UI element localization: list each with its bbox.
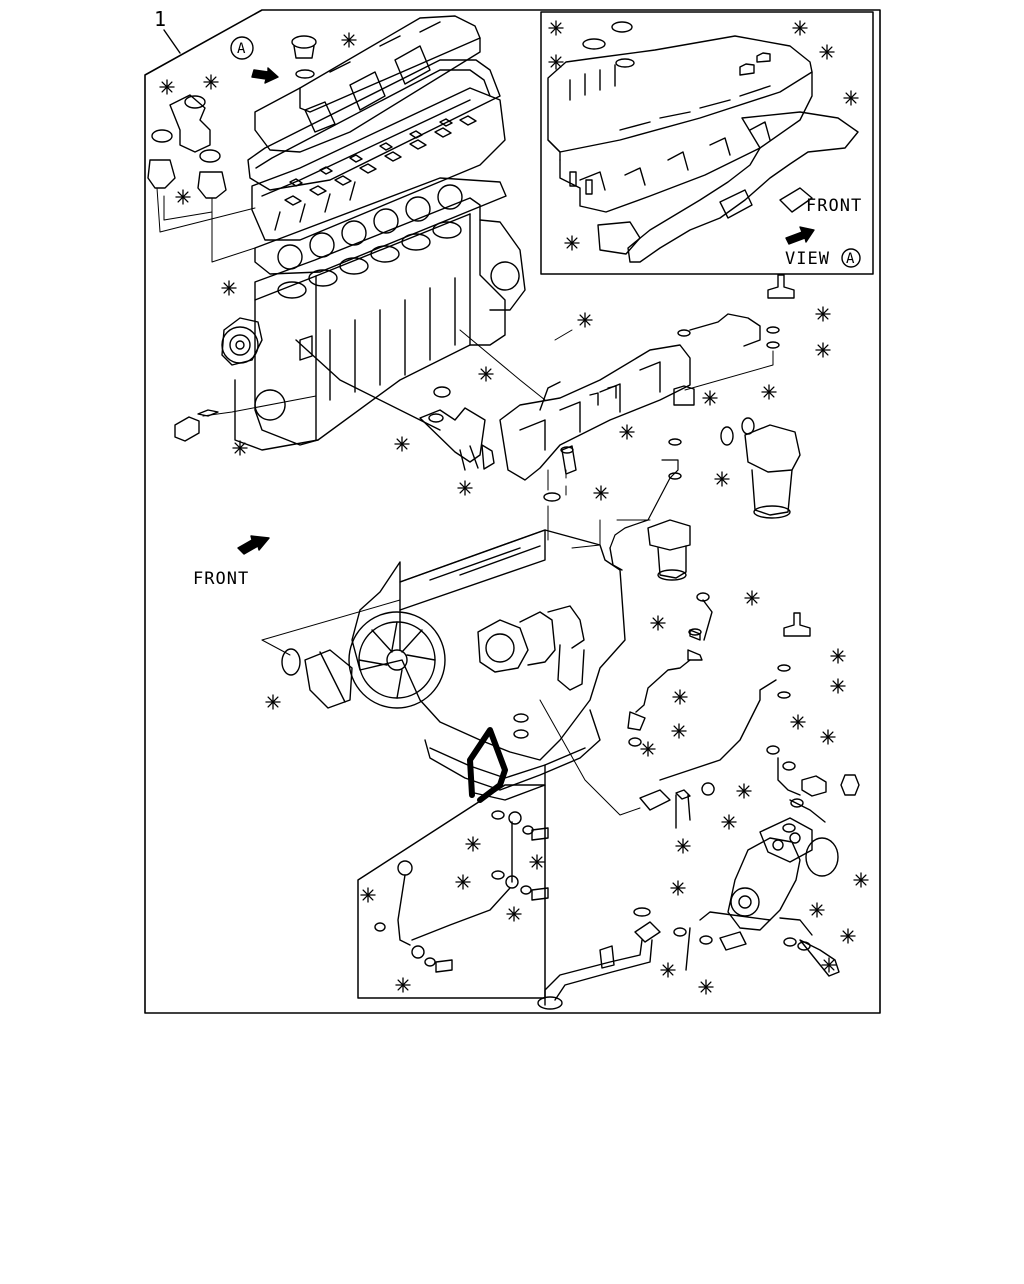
kit-marker-asterisk bbox=[815, 306, 831, 322]
inset-front-arrow bbox=[785, 226, 815, 245]
kit-marker-asterisk bbox=[465, 836, 481, 852]
kit-marker-asterisk bbox=[577, 312, 593, 328]
fuel-lines bbox=[539, 592, 811, 829]
view-a-marker: A bbox=[230, 36, 279, 84]
kit-marker-asterisk bbox=[792, 20, 808, 36]
kit-marker-asterisk bbox=[821, 957, 837, 973]
thermostat-assembly bbox=[147, 94, 256, 263]
item-number-leader bbox=[163, 29, 181, 54]
kit-marker-asterisk bbox=[395, 977, 411, 993]
fuel-filter bbox=[720, 417, 801, 519]
view-direction-arrow bbox=[251, 67, 279, 84]
kit-marker-asterisk bbox=[744, 590, 760, 606]
kit-marker-asterisk bbox=[221, 280, 237, 296]
leader-lines bbox=[163, 195, 651, 656]
kit-marker-asterisk bbox=[671, 723, 687, 739]
kit-marker-asterisk bbox=[830, 678, 846, 694]
kit-marker-asterisk bbox=[819, 44, 835, 60]
main-front-label: FRONT bbox=[193, 569, 249, 589]
main-front-arrow bbox=[237, 535, 270, 555]
cylinder-head-cover bbox=[254, 15, 481, 153]
outer-frame bbox=[144, 9, 881, 1014]
kit-marker-asterisk bbox=[790, 714, 806, 730]
air-compressor bbox=[699, 745, 860, 977]
kit-marker-asterisk bbox=[341, 32, 357, 48]
kit-marker-asterisk bbox=[672, 689, 688, 705]
engine-assembly bbox=[281, 469, 626, 801]
head-cover-gasket bbox=[247, 59, 501, 191]
kit-marker-asterisk bbox=[394, 436, 410, 452]
kit-marker-asterisk bbox=[455, 874, 471, 890]
kit-component-markers bbox=[159, 20, 869, 995]
oil-line-detail-inset bbox=[357, 727, 549, 999]
kit-marker-asterisk bbox=[203, 74, 219, 90]
kit-marker-asterisk bbox=[640, 741, 656, 757]
kit-marker-asterisk bbox=[670, 880, 686, 896]
kit-marker-asterisk bbox=[840, 928, 856, 944]
cylinder-head-gasket bbox=[254, 177, 507, 275]
item-number: 1 bbox=[154, 7, 166, 31]
inset-view-label: VIEW bbox=[785, 249, 830, 269]
kit-marker-asterisk bbox=[809, 902, 825, 918]
kit-marker-asterisk bbox=[548, 20, 564, 36]
kit-marker-asterisk bbox=[619, 424, 635, 440]
oil-suction-pipe bbox=[537, 907, 747, 1010]
view-a-inset: FRONT VIEW A bbox=[540, 11, 874, 275]
kit-marker-asterisk bbox=[564, 235, 580, 251]
kit-marker-asterisk bbox=[702, 390, 718, 406]
kit-marker-asterisk bbox=[698, 979, 714, 995]
kit-marker-asterisk bbox=[660, 962, 676, 978]
kit-marker-asterisk bbox=[232, 440, 248, 456]
kit-marker-asterisk bbox=[721, 814, 737, 830]
kit-marker-asterisk bbox=[548, 54, 564, 70]
kit-marker-asterisk bbox=[175, 189, 191, 205]
kit-marker-asterisk bbox=[843, 90, 859, 106]
kit-marker-asterisk bbox=[457, 480, 473, 496]
kit-marker-asterisk bbox=[714, 471, 730, 487]
inset-view-letter-circle bbox=[841, 248, 861, 268]
kit-marker-asterisk bbox=[820, 729, 836, 745]
svg-text:A: A bbox=[237, 41, 246, 57]
kit-marker-asterisk bbox=[506, 906, 522, 922]
kit-marker-asterisk bbox=[650, 615, 666, 631]
kit-marker-asterisk bbox=[159, 79, 175, 95]
kit-marker-asterisk bbox=[761, 384, 777, 400]
intake-manifold-and-fuel-rail bbox=[499, 274, 795, 481]
kit-marker-asterisk bbox=[830, 648, 846, 664]
inset-front-label: FRONT bbox=[806, 196, 862, 216]
kit-marker-asterisk bbox=[265, 694, 281, 710]
kit-marker-asterisk bbox=[736, 783, 752, 799]
kit-marker-asterisk bbox=[529, 854, 545, 870]
cylinder-head bbox=[251, 87, 506, 241]
cylinder-block bbox=[174, 197, 526, 471]
kit-marker-asterisk bbox=[478, 366, 494, 382]
kit-marker-asterisk bbox=[360, 887, 376, 903]
kit-marker-asterisk bbox=[853, 872, 869, 888]
kit-marker-asterisk bbox=[815, 342, 831, 358]
kit-marker-asterisk bbox=[675, 838, 691, 854]
kit-marker-asterisk bbox=[593, 485, 609, 501]
inset-view-letter: A bbox=[846, 251, 855, 267]
